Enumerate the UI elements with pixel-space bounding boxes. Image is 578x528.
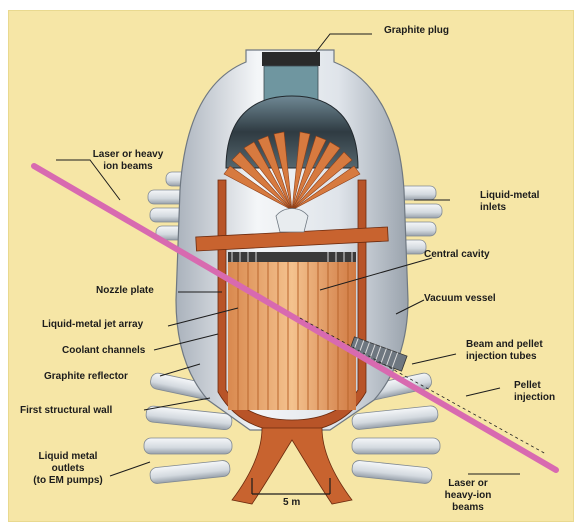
label-scale: 5 m <box>283 497 300 509</box>
label-liquid-metal-inlets: Liquid-metal inlets <box>480 190 539 214</box>
outlet-legs <box>232 428 352 504</box>
label-graphite-reflector: Graphite reflector <box>44 371 128 383</box>
label-central-cavity: Central cavity <box>424 249 490 261</box>
label-laser2-line3: beams <box>430 502 506 514</box>
label-nozzle-plate: Nozzle plate <box>96 285 154 297</box>
jet-array <box>228 262 356 410</box>
label-jet-array: Liquid-metal jet array <box>42 319 143 331</box>
label-laser2-line2: heavy-ion <box>430 490 506 502</box>
label-coolant-channels: Coolant channels <box>62 345 145 357</box>
label-tubes-line1: Beam and pellet <box>466 339 543 351</box>
label-first-structural-wall: First structural wall <box>20 405 112 417</box>
label-tubes-line2: injection tubes <box>466 351 543 363</box>
label-laser-ion-beams: Laser or heavy ion beams <box>80 149 176 173</box>
label-laser-heavy-ion-beams: Laser or heavy-ion beams <box>430 478 506 514</box>
label-outlets-line1: Liquid metal <box>20 451 116 463</box>
label-laser-ion-beams-line1: Laser or heavy <box>80 149 176 161</box>
label-pellet-line2: injection <box>514 392 555 404</box>
label-pellet-line1: Pellet <box>514 380 555 392</box>
label-laser2-line1: Laser or <box>430 478 506 490</box>
label-graphite-plug: Graphite plug <box>384 25 449 37</box>
label-inlets-line2: inlets <box>480 202 539 214</box>
label-inlets-line1: Liquid-metal <box>480 190 539 202</box>
label-liquid-metal-outlets: Liquid metal outlets (to EM pumps) <box>20 451 116 487</box>
label-pellet-injection: Pellet injection <box>514 380 555 404</box>
label-laser-ion-beams-line2: ion beams <box>80 161 176 173</box>
label-outlets-line3: (to EM pumps) <box>20 475 116 487</box>
label-beam-pellet-tubes: Beam and pellet injection tubes <box>466 339 543 363</box>
label-outlets-line2: outlets <box>20 463 116 475</box>
label-vacuum-vessel: Vacuum vessel <box>424 293 496 305</box>
